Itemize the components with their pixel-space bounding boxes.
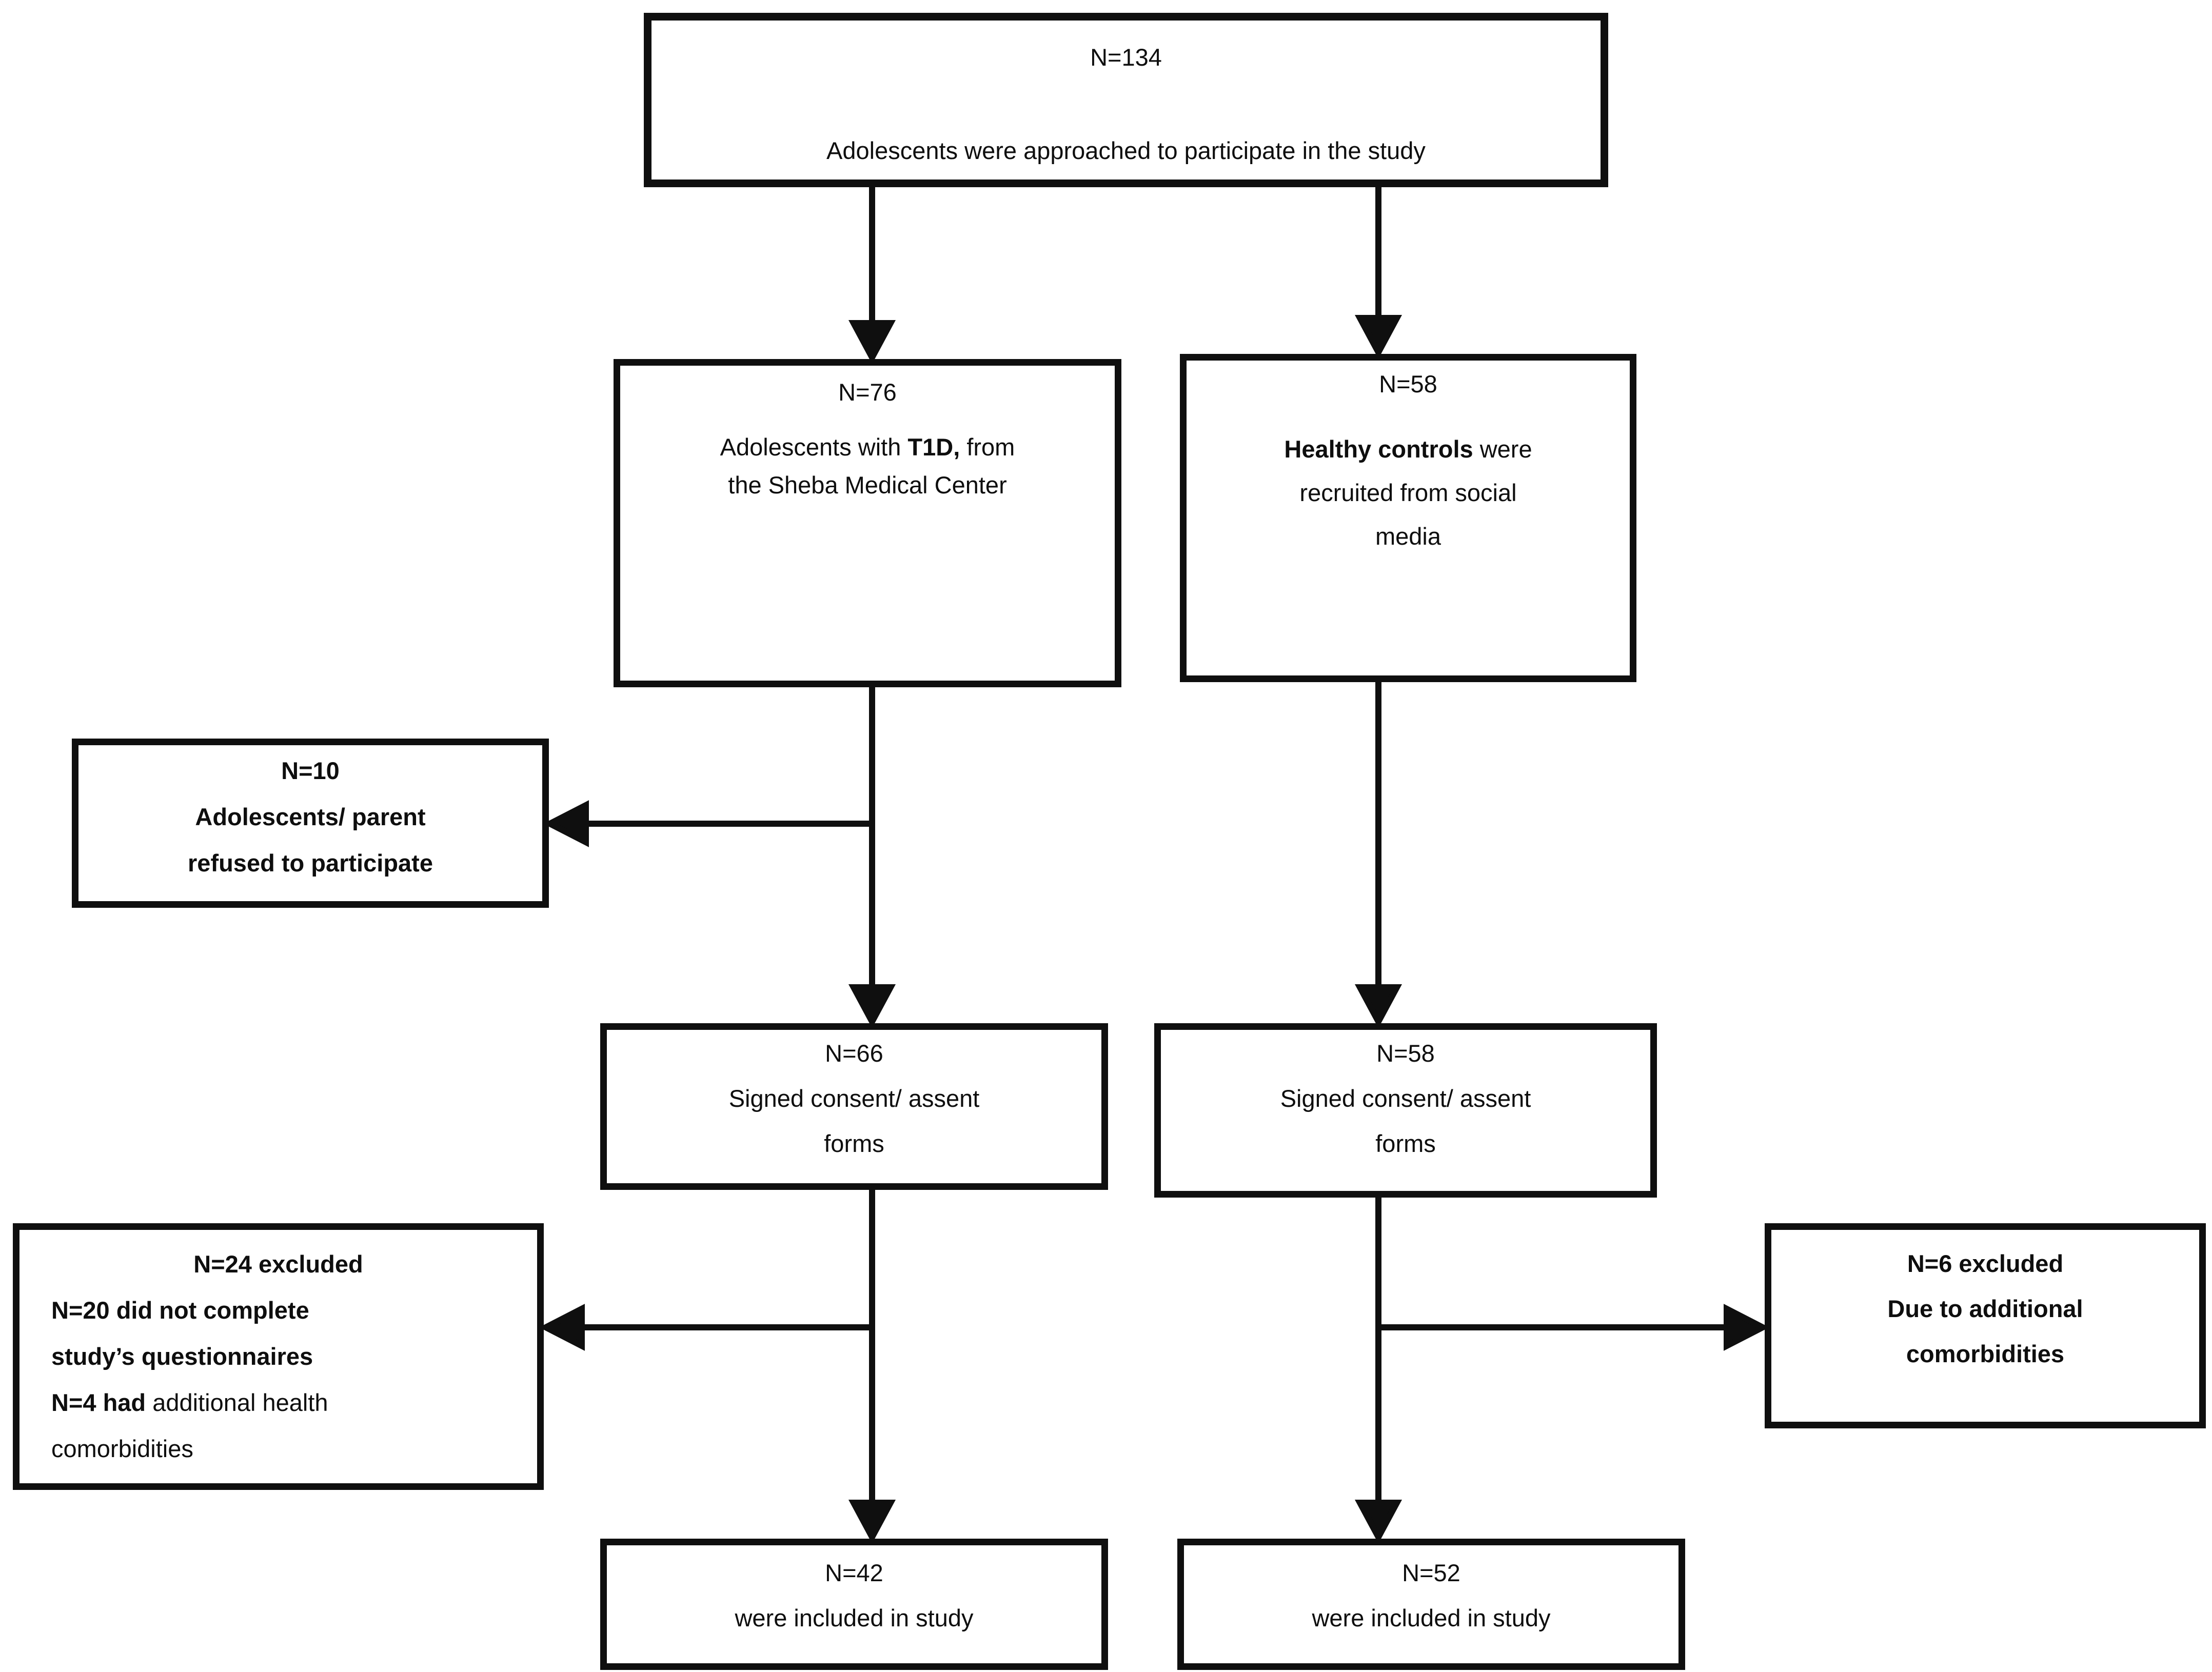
arrowhead-branch-to-refused	[543, 800, 589, 847]
box-refused: N=10 Adolescents/ parent refused to part…	[72, 739, 549, 908]
consent-t1d-count: N=66	[825, 1040, 883, 1067]
consent-t1d-text-line2: forms	[824, 1130, 884, 1157]
refused-text-line1: Adolescents/ parent	[195, 803, 426, 830]
arrowhead-healthy-to-consent	[1354, 984, 1403, 1028]
box-approached: N=134 Adolescents were approached to par…	[644, 13, 1608, 187]
refused-count: N=10	[281, 757, 340, 784]
box-consent-hc: N=58 Signed consent/ assent forms	[1154, 1023, 1657, 1198]
t1d-text-line2: the Sheba Medical Center	[728, 471, 1007, 499]
included-hc-text: were included in study	[1312, 1604, 1551, 1631]
excluded-hc-line1: N=6 excluded	[1907, 1250, 2064, 1277]
consent-t1d-text-line1: Signed consent/ assent	[728, 1085, 980, 1112]
arrowhead-approached-to-t1d	[848, 320, 896, 364]
box-t1d-recruited: N=76 Adolescents with T1D, from the Sheb…	[614, 359, 1121, 687]
box-healthy-recruited: N=58 Healthy controls were recruited fro…	[1180, 354, 1636, 682]
healthy-text-line2: recruited from social	[1299, 479, 1517, 506]
approached-text: Adolescents were approached to participa…	[826, 137, 1426, 164]
excluded-t1d-line2: N=20 did not complete	[51, 1297, 309, 1324]
excluded-t1d-line1: N=24 excluded	[193, 1250, 363, 1278]
excluded-t1d-line5: comorbidities	[51, 1435, 193, 1462]
healthy-text-line3: media	[1375, 523, 1441, 550]
arrowhead-branch-to-excluded-hc	[1724, 1304, 1770, 1351]
excluded-t1d-line3: study’s questionnaires	[51, 1343, 313, 1370]
arrowhead-approached-to-healthy	[1354, 315, 1403, 359]
refused-text-line2: refused to participate	[188, 849, 433, 877]
box-excluded-hc: N=6 excluded Due to additional comorbidi…	[1765, 1223, 2206, 1428]
arrowhead-consent-to-included-hc	[1354, 1500, 1403, 1544]
consent-hc-text-line1: Signed consent/ assent	[1280, 1085, 1531, 1112]
healthy-count: N=58	[1379, 370, 1437, 397]
box-included-t1d: N=42 were included in study	[600, 1539, 1108, 1670]
t1d-count: N=76	[838, 379, 897, 406]
arrowhead-branch-to-excluded-t1d	[539, 1304, 585, 1351]
t1d-bold-term: T1D,	[907, 433, 960, 461]
excluded-hc-line3: comorbidities	[1906, 1340, 2065, 1367]
included-t1d-count: N=42	[825, 1559, 883, 1586]
excluded-t1d-line4: N=4 had additional health	[51, 1389, 328, 1416]
consent-hc-text-line2: forms	[1375, 1130, 1436, 1157]
excluded-hc-line2: Due to additional	[1887, 1295, 2083, 1322]
included-hc-count: N=52	[1402, 1559, 1460, 1586]
box-consent-t1d: N=66 Signed consent/ assent forms	[600, 1023, 1108, 1190]
arrowhead-t1d-to-consent	[848, 984, 896, 1028]
t1d-text-line1: Adolescents with T1D, from	[720, 433, 1015, 461]
box-included-hc: N=52 were included in study	[1177, 1539, 1685, 1670]
box-excluded-t1d: N=24 excluded N=20 did not complete stud…	[13, 1223, 544, 1490]
approached-count: N=134	[1090, 44, 1162, 71]
healthy-text-line1: Healthy controls were	[1284, 435, 1532, 463]
arrowhead-consent-to-included-t1d	[848, 1500, 896, 1544]
consent-hc-count: N=58	[1376, 1040, 1435, 1067]
healthy-bold-term: Healthy controls	[1284, 435, 1473, 463]
included-t1d-text: were included in study	[735, 1604, 974, 1631]
